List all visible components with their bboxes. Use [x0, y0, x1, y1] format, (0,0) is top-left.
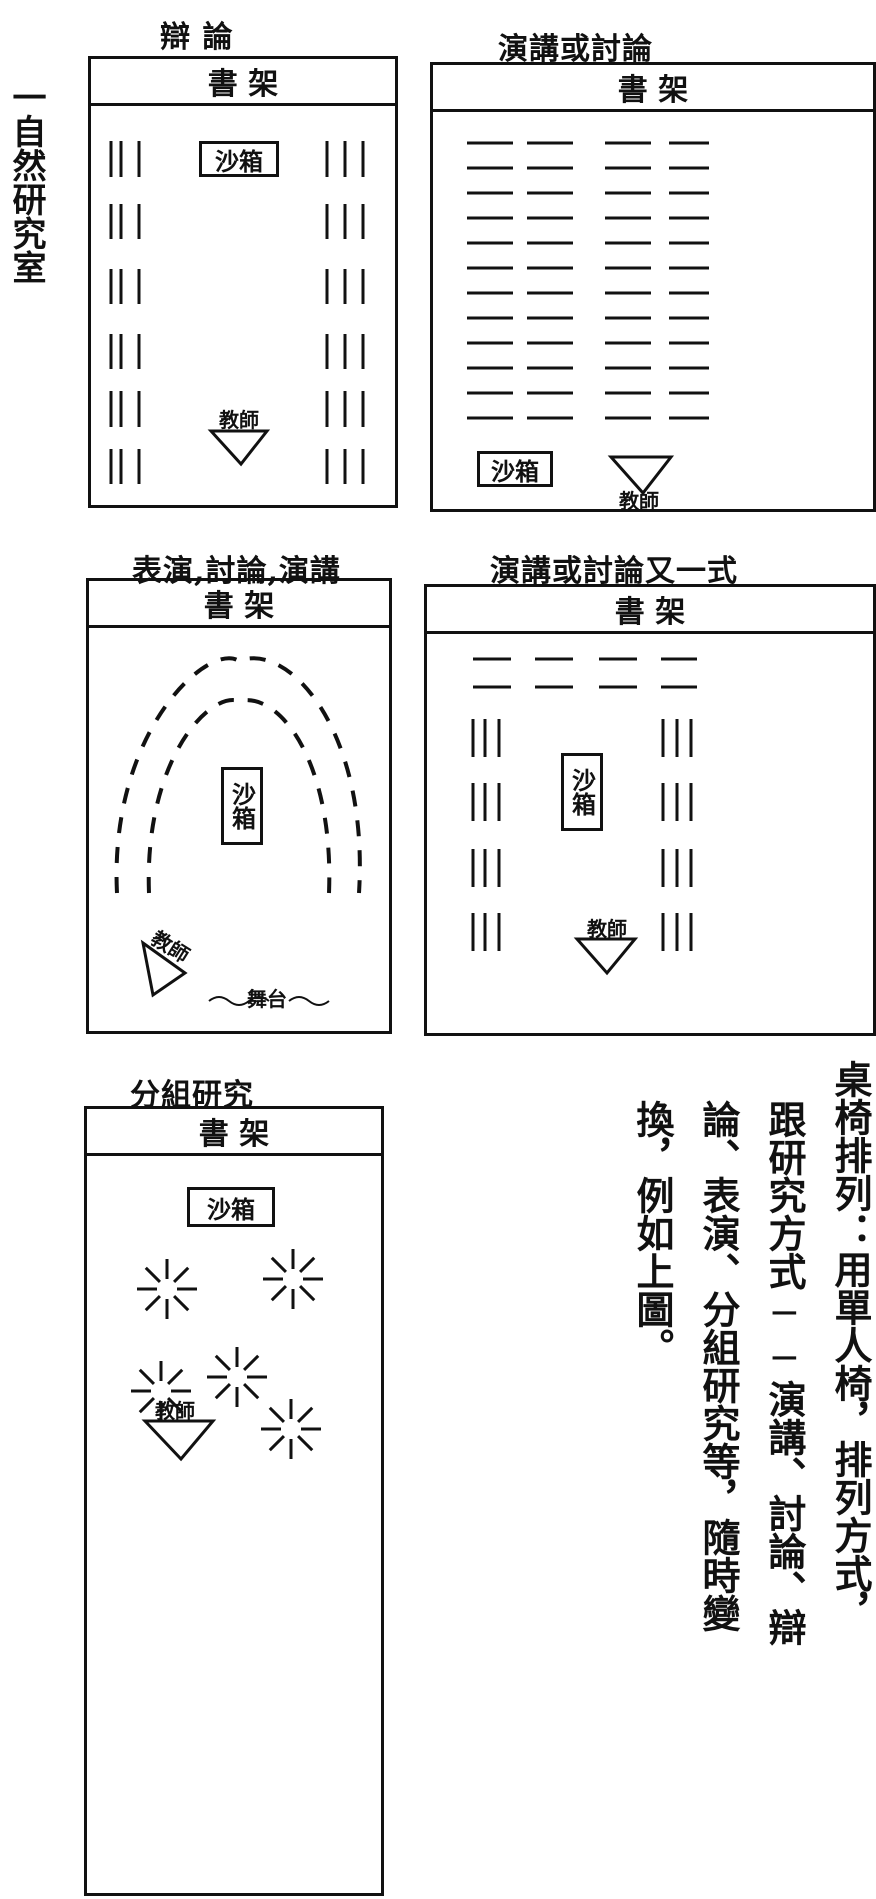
group-seat-mark	[167, 1397, 184, 1414]
side-title: 一自然研究室	[6, 80, 46, 284]
diagram-group: 書 架 沙箱 教師	[84, 1106, 384, 1896]
panel-caption-lecture-alt: 演講或討論又一式	[490, 554, 738, 589]
group-seat-mark	[214, 1383, 231, 1400]
bookshelf-label: 書 架	[203, 589, 275, 624]
group-seat-mark	[214, 1354, 231, 1371]
group-seat-mark	[138, 1397, 155, 1414]
note-line-4: 換，例如上圖。	[630, 1100, 675, 1366]
bookshelf-label: 書 架	[617, 73, 689, 108]
bookshelf-label: 書 架	[614, 595, 686, 630]
sandbox-box: 沙箱	[561, 753, 603, 831]
teacher-label: 教師	[587, 917, 627, 941]
sandbox-label: 沙箱	[207, 1194, 255, 1224]
teacher-label: 教師	[219, 408, 259, 432]
group-seat-mark	[270, 1256, 287, 1273]
stage-label: 舞台	[247, 987, 287, 1011]
sandbox-label: 沙箱	[227, 782, 257, 830]
panel-caption-performance: 表演,討論,演講	[132, 554, 341, 589]
diagram-lecture: 書 架 沙箱 教師	[430, 62, 876, 513]
sandbox-box: 沙箱	[221, 767, 263, 845]
sandbox-box: 沙箱	[477, 451, 553, 487]
note-line-1: 桌椅排列：用單人椅，排列方式，	[828, 1060, 873, 1630]
group-seat-mark	[268, 1406, 285, 1423]
panel-caption-debate: 辯 論	[160, 20, 234, 55]
group-seat-mark	[297, 1406, 314, 1423]
note-line-2: 跟研究方式──演講、討論、辯	[762, 1100, 807, 1646]
diagram-lecture-alt: 書 架 沙箱 教師	[424, 584, 876, 1036]
sandbox-label: 沙箱	[491, 456, 539, 486]
group-seat-mark	[167, 1368, 184, 1385]
group-seat-mark	[299, 1256, 316, 1273]
group-seat-marks	[131, 1249, 323, 1462]
note-line-3: 論、表演、分組研究等，隨時變	[696, 1100, 741, 1632]
panel-caption-lecture: 演講或討論	[498, 32, 653, 67]
group-seat-mark	[297, 1435, 314, 1452]
diagram-performance: 書 架 沙箱 教師 舞台	[86, 578, 392, 1034]
group-seat-mark	[243, 1354, 260, 1371]
group-seat-mark	[144, 1295, 161, 1312]
seat-marks	[467, 141, 709, 496]
teacher-label: 教師	[155, 1399, 195, 1423]
seat-marks	[109, 141, 365, 484]
group-seat-mark	[144, 1266, 161, 1283]
bookshelf-label: 書 架	[207, 67, 279, 102]
group-seat-mark	[270, 1285, 287, 1302]
seat-marks	[114, 656, 362, 1006]
group-seat-mark	[173, 1266, 190, 1283]
group-seat-mark	[268, 1435, 285, 1452]
notes-block: 桌椅排列：用單人椅，排列方式， 跟研究方式──演講、討論、辯 論、表演、分組研究…	[446, 1060, 876, 1886]
seat-marks	[471, 657, 697, 976]
group-seat-mark	[243, 1383, 260, 1400]
group-seat-mark	[299, 1285, 316, 1302]
sandbox-box: 沙箱	[187, 1187, 275, 1227]
group-seat-mark	[173, 1295, 190, 1312]
sandbox-label: 沙箱	[215, 146, 263, 176]
bookshelf-label: 書 架	[198, 1117, 270, 1152]
sandbox-box: 沙箱	[199, 141, 279, 177]
group-seat-mark	[138, 1368, 155, 1385]
teacher-label: 教師	[619, 489, 659, 513]
diagram-debate: 書 架 沙箱 教師	[88, 56, 398, 508]
sandbox-label: 沙箱	[567, 768, 597, 816]
